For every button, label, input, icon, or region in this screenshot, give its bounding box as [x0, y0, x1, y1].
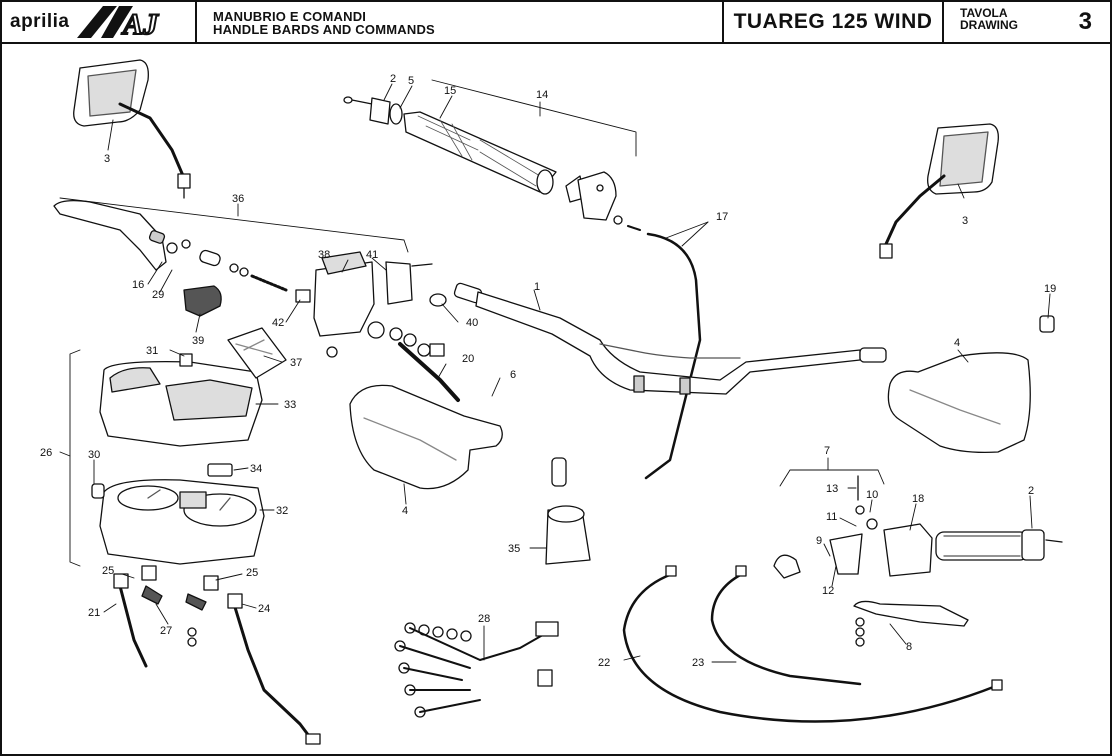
callout-31: 31: [146, 345, 158, 357]
diagram-frame: [0, 42, 1112, 756]
callout-29: 29: [152, 289, 164, 301]
callout-21: 21: [88, 607, 100, 619]
handlebar: [453, 282, 887, 395]
callout-20: 20: [462, 353, 474, 365]
callout-6: 6: [510, 369, 516, 381]
drawing-number: 3: [1078, 8, 1092, 35]
callout-10: 10: [866, 489, 878, 501]
leader-lines: [59, 79, 1051, 663]
callout-labels: 1 2 2 3 3 4 4 5 6 7 8 9 10 11 12 13 14 1…: [40, 73, 1056, 669]
callout-23: 23: [692, 657, 704, 669]
brand-name: aprilia: [10, 11, 70, 32]
callout-2: 2: [390, 73, 396, 85]
callout-11: 11: [826, 511, 837, 523]
callout-4: 4: [402, 505, 408, 517]
title-english: HANDLE BARDS AND COMMANDS: [213, 22, 435, 37]
model-box: TUAREG 125 WIND: [722, 0, 944, 44]
logo-mark: AJ: [121, 8, 159, 40]
callout-36: 36: [232, 193, 244, 205]
callout-2: 2: [1028, 485, 1034, 497]
callout-27: 27: [160, 625, 172, 637]
callout-38: 38: [318, 249, 330, 261]
document-bag: [227, 327, 287, 379]
callout-1: 1: [534, 281, 540, 293]
callout-3: 3: [962, 215, 968, 227]
speedo-cables: [113, 565, 321, 745]
instrument-cluster: [91, 463, 265, 565]
mirror-left: [73, 59, 191, 199]
callout-24: 24: [258, 603, 270, 615]
brand-box: aprilia AJ: [0, 0, 197, 44]
callout-18: 18: [912, 493, 924, 505]
callout-40: 40: [466, 317, 478, 329]
callout-26: 26: [40, 447, 52, 459]
callout-35: 35: [508, 543, 520, 555]
hand-guard-right: [887, 352, 1031, 454]
callout-9: 9: [816, 535, 822, 547]
model-name: TUAREG 125 WIND: [733, 10, 933, 33]
callout-15: 15: [444, 85, 456, 97]
aprilia-logo-icon: AJ: [77, 6, 160, 40]
callout-3: 3: [104, 153, 110, 165]
callout-25: 25: [102, 565, 114, 577]
wiring-harness: [394, 621, 559, 718]
instrument-cover-upper: [99, 353, 263, 447]
callout-8: 8: [906, 641, 912, 653]
callout-14: 14: [536, 89, 548, 101]
callout-30: 30: [88, 449, 100, 461]
callout-34: 34: [250, 463, 262, 475]
callout-39: 39: [192, 335, 204, 347]
callout-19: 19: [1044, 283, 1056, 295]
callout-32: 32: [276, 505, 288, 517]
callout-22: 22: [598, 657, 610, 669]
ignition-switch: [545, 457, 591, 565]
callout-28: 28: [478, 613, 490, 625]
callout-25: 25: [246, 567, 258, 579]
throttle-cables: [622, 565, 1003, 723]
callout-37: 37: [290, 357, 302, 369]
callout-16: 16: [132, 279, 144, 291]
callout-17: 17: [716, 211, 728, 223]
throttle-assembly: [343, 96, 702, 480]
clutch-lever-assembly: [53, 200, 460, 402]
drawing-box: TAVOLA DRAWING 3: [942, 0, 1112, 44]
mirror-right: [879, 123, 999, 259]
hand-guard-left: [349, 384, 503, 490]
callout-42: 42: [272, 317, 284, 329]
drawing-label-italian: TAVOLA: [960, 6, 1008, 20]
title-italian: MANUBRIO E COMANDI: [213, 9, 367, 24]
callout-12: 12: [822, 585, 834, 597]
callout-33: 33: [284, 399, 296, 411]
callout-41: 41: [366, 249, 378, 261]
callout-7: 7: [824, 445, 830, 457]
callout-5: 5: [408, 75, 414, 87]
callout-13: 13: [826, 483, 838, 495]
drawing-label-english: DRAWING: [960, 18, 1018, 32]
front-brake-assembly: [773, 315, 1063, 647]
callout-4: 4: [954, 337, 960, 349]
